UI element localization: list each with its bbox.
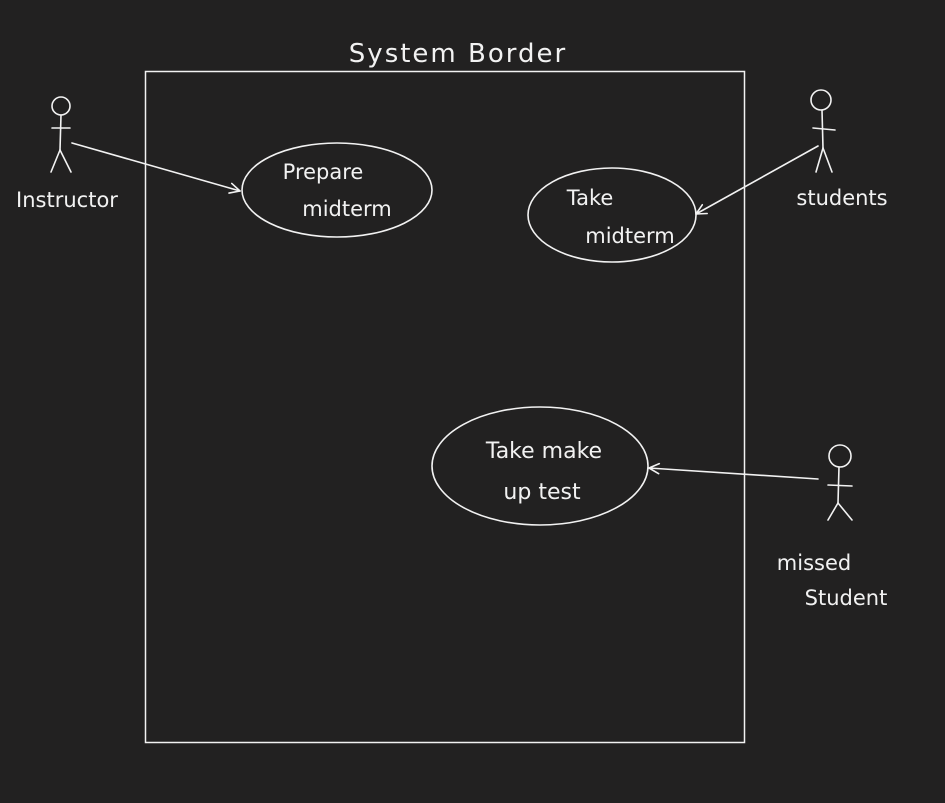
- actor-label: Instructor: [16, 188, 118, 212]
- use-case-label-line2: up test: [503, 480, 581, 505]
- association-arrow-missed-student-makeup-test: [648, 462, 819, 480]
- stick-figure-icon: [827, 444, 853, 521]
- use-case-prepare-midterm: Prepare midterm: [241, 142, 433, 238]
- use-case-ellipse: [241, 142, 433, 238]
- use-case-take-midterm: Take midterm: [527, 167, 697, 263]
- association-arrow-students-take-midterm: [695, 145, 819, 215]
- stick-figure-icon: [50, 96, 72, 173]
- use-case-ellipse: [431, 406, 649, 526]
- use-case-ellipse: [527, 167, 697, 263]
- use-case-label-line1: Take make: [485, 439, 602, 464]
- actor-label: students: [796, 186, 887, 210]
- use-case-label-line2: midterm: [585, 224, 675, 248]
- actor-label-line2: Student: [805, 586, 888, 610]
- actor-missed-student: missed Student: [777, 444, 888, 610]
- system-boundary-box: [144, 70, 746, 744]
- actor-instructor: Instructor: [16, 96, 118, 212]
- actor-students: students: [796, 89, 888, 210]
- use-case-label-line2: midterm: [302, 197, 392, 221]
- system-boundary: System Border: [144, 39, 746, 744]
- use-case-label-line1: Prepare: [283, 160, 364, 184]
- use-case-label-line1: Take: [566, 186, 614, 210]
- system-boundary-label: System Border: [349, 39, 567, 69]
- actor-label-line1: missed: [777, 551, 851, 575]
- stick-figure-icon: [810, 89, 836, 173]
- association-arrow-instructor-prepare-midterm: [71, 142, 241, 194]
- use-case-take-makeup-test: Take make up test: [431, 406, 649, 526]
